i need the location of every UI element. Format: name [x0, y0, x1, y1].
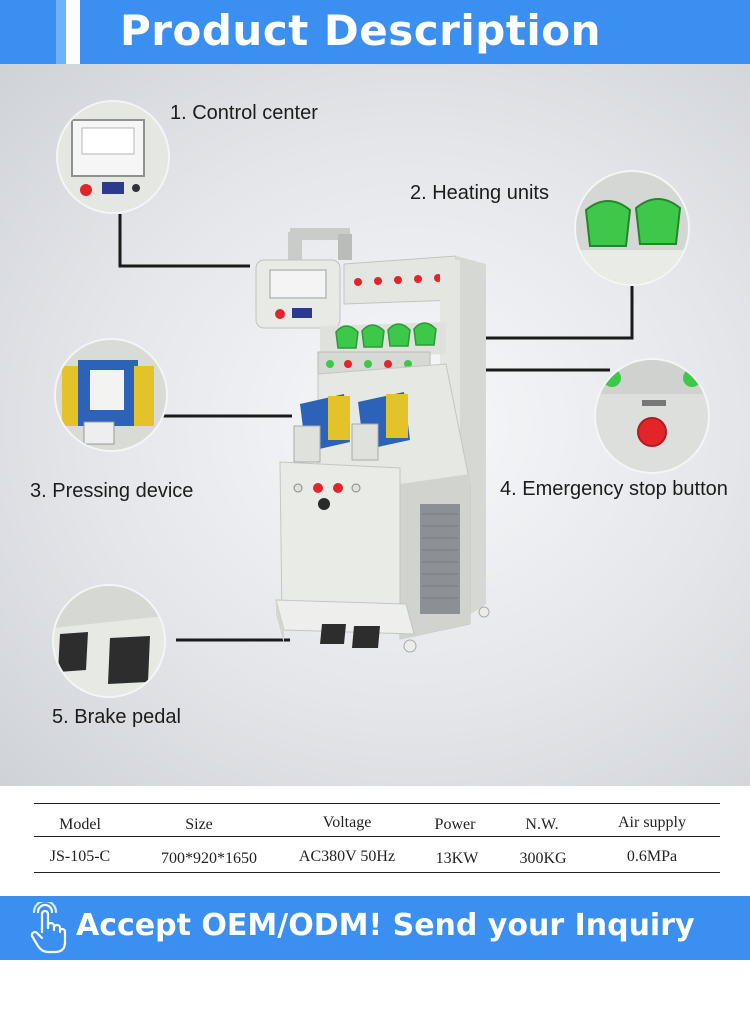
- spec-value-nw: 300KG: [519, 850, 567, 867]
- callout-brake-pedal: 5. Brake pedal: [52, 706, 181, 728]
- detail-heating-units: [576, 172, 688, 284]
- spec-table-bottom-rule: [34, 872, 720, 873]
- callout-pressing-device: 3. Pressing device: [30, 480, 194, 502]
- control-strip-buttons: [326, 360, 412, 368]
- callout-control-center: 1. Control center: [170, 102, 318, 124]
- product-scene: 1. Control center 2. Heating units 3. Pr…: [0, 64, 750, 786]
- spec-header-nw: N.W.: [525, 816, 559, 833]
- spec-header-size: Size: [185, 816, 213, 833]
- spec-value-voltage: AC380V 50Hz: [298, 848, 396, 865]
- brake-pedals: [320, 624, 380, 648]
- page-title: Product Description: [120, 6, 602, 55]
- spec-table: Model Size Voltage Power N.W. Air supply…: [0, 786, 750, 896]
- line-control-center: [118, 214, 250, 268]
- spec-value-power: 13KW: [435, 850, 479, 867]
- spec-header-voltage: Voltage: [322, 814, 372, 831]
- heating-unit-buttons: [335, 322, 437, 349]
- header-banner: [80, 0, 750, 64]
- detail-emergency-stop: [596, 360, 708, 472]
- lower-buttons: [293, 483, 361, 510]
- spec-value-model: JS-105-C: [49, 848, 111, 865]
- callout-lines: [118, 214, 634, 642]
- detail-control-center: [58, 102, 168, 212]
- header-accent-bar: [0, 0, 66, 64]
- spec-table-top-rule: [34, 803, 720, 804]
- pressing-devices: [293, 392, 410, 463]
- detail-brake-pedal: [54, 586, 164, 696]
- line-heating-units: [468, 282, 634, 340]
- hand-pointer-icon: [28, 899, 68, 959]
- callout-emergency-stop: 4. Emergency stop button: [500, 478, 728, 500]
- footer-whitespace: [0, 960, 750, 1020]
- spec-header-air-supply: Air supply: [618, 814, 686, 831]
- spec-header-model: Model: [59, 816, 101, 833]
- spec-header-power: Power: [434, 816, 476, 833]
- machine-illustration: [118, 214, 634, 653]
- spec-table-mid-rule: [34, 836, 720, 837]
- spec-value-size: 700*920*1650: [161, 850, 257, 867]
- vent-grille: [420, 504, 460, 614]
- callout-heating-units: 2. Heating units: [410, 182, 549, 204]
- inquiry-banner-text[interactable]: Accept OEM/ODM! Send your Inquiry: [76, 908, 695, 943]
- monitor-arm: [290, 228, 350, 240]
- spec-value-air-supply: 0.6MPa: [626, 848, 678, 865]
- detail-pressing-device: [56, 340, 166, 450]
- inquiry-banner[interactable]: Accept OEM/ODM! Send your Inquiry: [0, 896, 750, 960]
